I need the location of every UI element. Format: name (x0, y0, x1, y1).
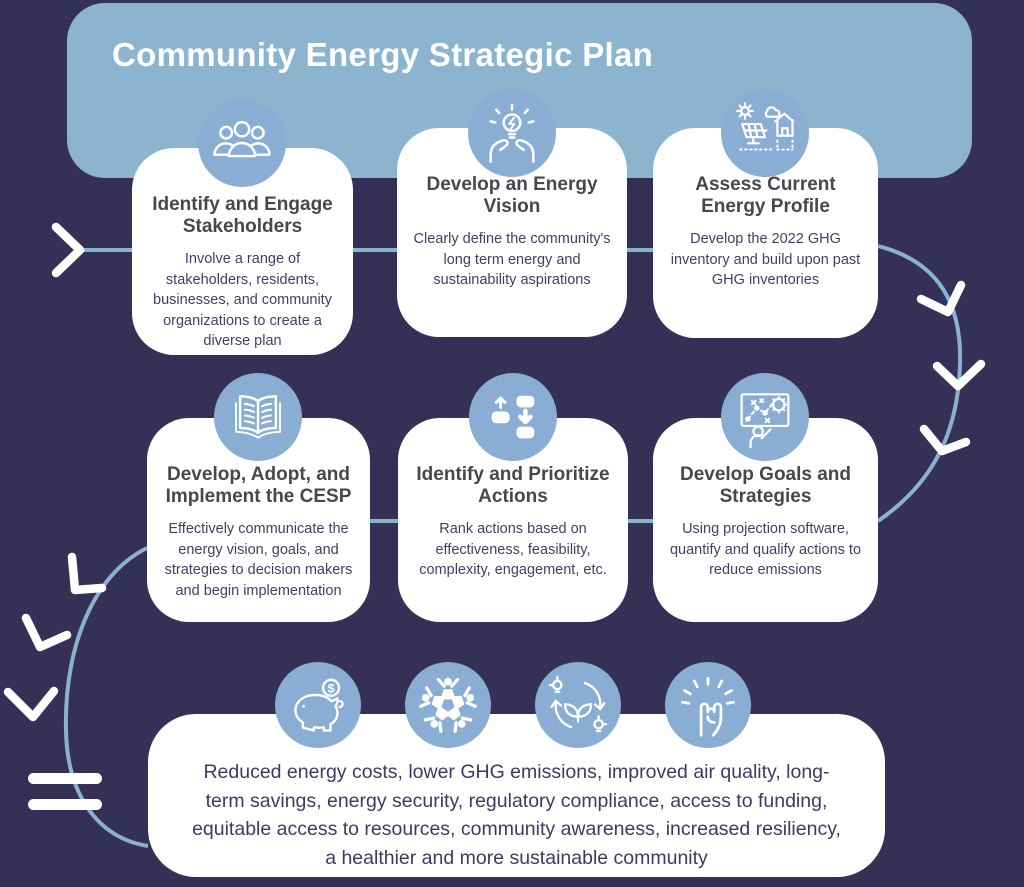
step-title: Assess Current Energy Profile (695, 174, 836, 218)
equals-bar-top (28, 773, 102, 784)
step-card-energy-vision: Develop an Energy Vision Clearly define … (397, 128, 627, 337)
outcomes-text: Reduced energy costs, lower GHG emission… (192, 761, 841, 869)
flow-arrows (3, 222, 986, 722)
step-title: Develop Goals and Strategies (679, 464, 852, 508)
svg-text:$: $ (328, 681, 335, 695)
step-description: Develop the 2022 GHG inventory and build… (670, 231, 861, 289)
flowchart-arrows-icon (469, 373, 557, 461)
left-curve-connector (63, 546, 149, 848)
right-chevron-1-icon (916, 280, 966, 317)
right-chevron-3-icon (919, 424, 971, 456)
step-title: Identify and Prioritize Actions (416, 464, 610, 508)
left-chevron-3-icon (3, 686, 59, 722)
lightbulb-hands-icon (468, 89, 556, 177)
raised-fist-icon (665, 662, 751, 748)
outcomes-card: Reduced energy costs, lower GHG emission… (148, 714, 885, 877)
step-title: Develop an Energy Vision (426, 174, 598, 218)
community-celebration-icon (405, 662, 491, 748)
right-chevron-2-icon (932, 359, 986, 391)
page-title: Community Energy Strategic Plan (112, 36, 654, 73)
step-title: Develop, Adopt, and Implement the CESP (165, 464, 352, 508)
step-title: Identify and Engage Stakeholders (152, 194, 333, 238)
piggy-bank-icon: $ (275, 662, 361, 748)
step-description: Using projection software, quantify and … (669, 521, 862, 579)
step-description: Involve a range of stakeholders, residen… (153, 251, 332, 350)
step-description: Effectively communicate the energy visio… (164, 521, 353, 599)
left-chevron-1-icon (67, 552, 107, 595)
stakeholders-group-icon (198, 99, 286, 187)
equals-bar-bottom (28, 799, 102, 810)
step-description: Rank actions based on effectiveness, fea… (419, 521, 607, 579)
end-marker (28, 773, 102, 810)
sustainability-cycle-icon (535, 662, 621, 748)
start-chevron-icon (51, 222, 85, 278)
strategy-board-icon (721, 373, 809, 461)
step-description: Clearly define the community's long term… (413, 231, 611, 289)
open-book-icon (214, 373, 302, 461)
left-chevron-2-icon (21, 613, 72, 652)
solar-panel-house-icon (721, 89, 809, 177)
right-curve-connector (876, 244, 963, 523)
